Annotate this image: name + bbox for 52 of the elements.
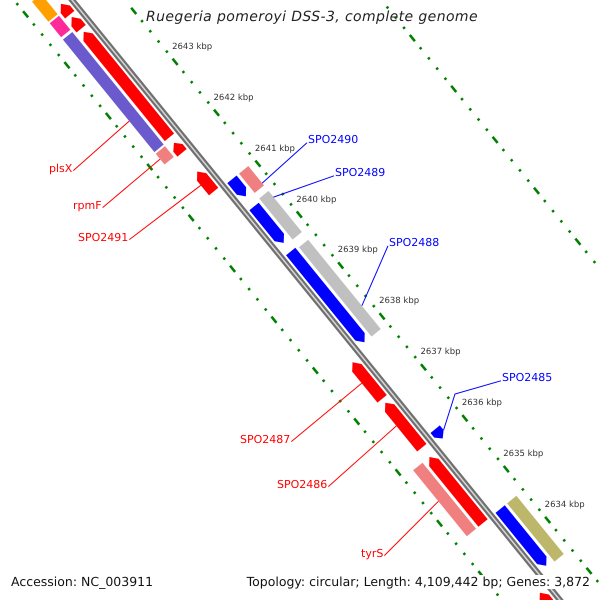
gene-label: rpmF	[73, 200, 102, 213]
gene-bar	[156, 146, 174, 164]
gene-bar	[239, 166, 264, 193]
gene-block	[60, 4, 74, 18]
leader-line	[384, 500, 439, 556]
scale-label: 2636 kbp	[462, 399, 502, 409]
scale-label: 2638 kbp	[379, 297, 420, 308]
gene-block	[227, 176, 246, 196]
scale-label: 2642 kbp	[214, 94, 254, 104]
leader-line	[328, 425, 397, 488]
gene-block	[385, 402, 426, 452]
scale-label: 2639 kbp	[338, 246, 378, 256]
scale-label: 2635 kbp	[503, 450, 544, 460]
scale-label: 2640 kbp	[296, 196, 336, 206]
gene-bar	[50, 16, 70, 38]
gene-block	[429, 457, 488, 527]
scale-label: 2643 kbp	[172, 42, 212, 53]
gene-bar	[507, 496, 564, 562]
leader-line	[128, 184, 202, 240]
gene-label: SPO2491	[78, 232, 128, 245]
gene-block	[496, 505, 546, 566]
leader-line	[361, 245, 388, 306]
title-text: Ruegeria pomeroyi DSS-3, complete genome	[146, 9, 478, 26]
scale-label: 2634 kbp	[544, 500, 585, 511]
gene-label: SPO2486	[277, 479, 328, 492]
gene-block	[352, 362, 387, 403]
leader-line	[72, 120, 130, 172]
gene-label: plsX	[49, 163, 72, 176]
gene-bar	[32, 0, 58, 22]
gene-block	[83, 32, 174, 142]
leader-line	[443, 380, 502, 430]
gene-label: SPO2487	[240, 434, 290, 447]
gene-label: SPO2485	[502, 372, 552, 385]
gene-bar	[62, 32, 164, 152]
leader-line	[273, 175, 334, 198]
gene-label: SPO2489	[335, 167, 386, 180]
gene-block	[430, 425, 444, 438]
gene-block	[71, 17, 86, 32]
gene-label: SPO2490	[308, 134, 358, 147]
gene-label: tyrS	[361, 548, 384, 561]
footer-text: Topology: circular; Length: 4,109,442 bp; Genes: 3,872	[244, 575, 592, 590]
leader-line	[102, 158, 161, 208]
gene-bar	[298, 240, 381, 337]
gene-block	[197, 172, 218, 196]
gene-label: SPO2488	[389, 237, 440, 250]
gene-block	[173, 142, 187, 157]
leader-line	[290, 382, 362, 442]
gene-block	[249, 202, 284, 243]
leader-line	[262, 142, 308, 184]
scale-label: 2637 kbp	[420, 348, 461, 358]
scale-label: 2641 kbp	[254, 144, 295, 154]
gene-bar	[413, 462, 476, 536]
